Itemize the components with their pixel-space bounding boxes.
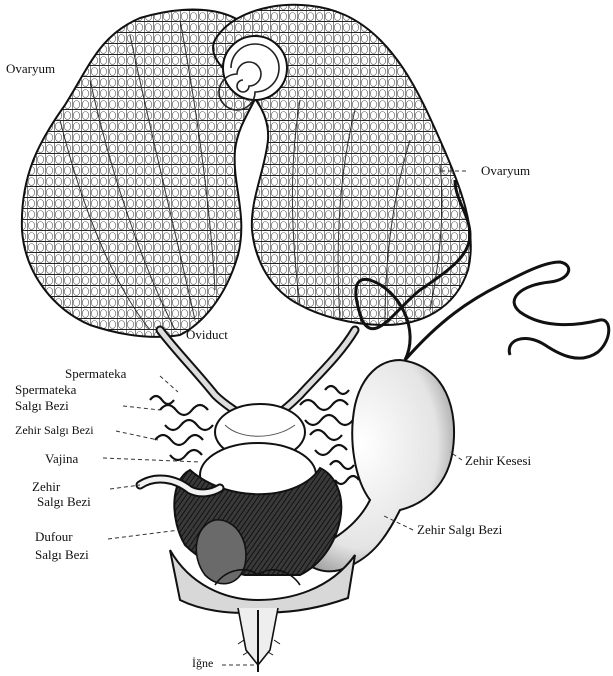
label-ovaryum-left: Ovaryum (6, 61, 55, 76)
label-dufour-2: Salgı Bezi (35, 547, 89, 562)
sting (238, 608, 280, 672)
label-vajina: Vajina (45, 451, 78, 466)
label-oviduct: Oviduct (186, 327, 228, 342)
label-zehir-salgi-bezi-left-2: Salgı Bezi (37, 494, 91, 509)
label-dufour-1: Dufour (35, 529, 73, 544)
label-zehir-salgi-bezi-left-1: Zehir (32, 479, 60, 494)
label-zehir-salgi-bezi-top: Zehir Salgı Bezi (15, 423, 94, 438)
label-ovaryum-right: Ovaryum (481, 163, 530, 178)
label-igne: İğne (192, 656, 213, 671)
right-ovary (213, 5, 471, 325)
label-spermateka-salgi-bezi-2: Salgı Bezi (15, 398, 69, 413)
label-spermateka: Spermateka (65, 366, 126, 381)
label-zehir-salgi-bezi-right: Zehir Salgı Bezi (417, 522, 502, 537)
label-zehir-kesesi: Zehir Kesesi (465, 453, 531, 468)
label-spermateka-salgi-bezi-1: Spermateka (15, 382, 76, 397)
